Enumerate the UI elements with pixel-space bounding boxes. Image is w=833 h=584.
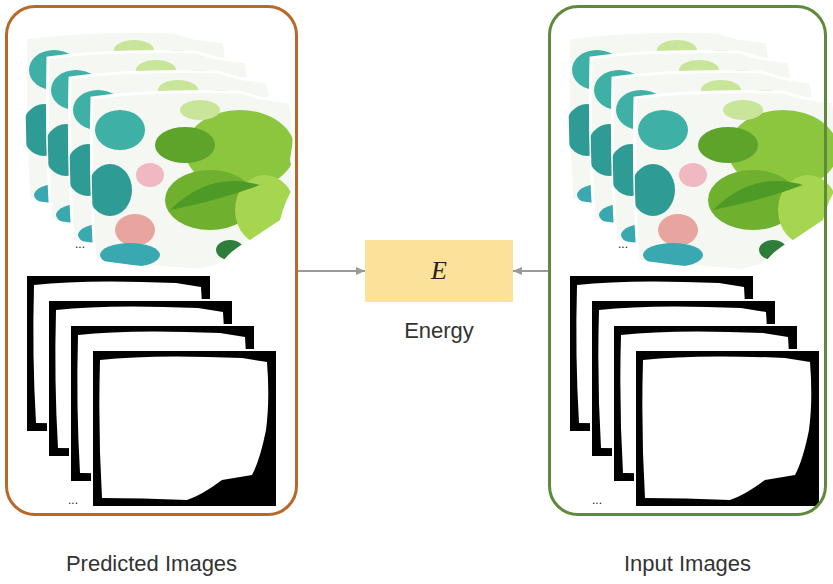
ellipsis-label: ...: [592, 494, 602, 506]
group-label: Predicted Images: [66, 551, 237, 577]
ellipsis-label: ...: [68, 494, 78, 506]
ellipsis-label: ...: [618, 238, 628, 250]
arrow-connector: [298, 270, 365, 272]
energy-symbol: E: [365, 256, 513, 286]
group-label: Energy: [404, 318, 474, 344]
group-box: Input Images: [548, 5, 827, 516]
ellipsis-label: ...: [75, 238, 85, 250]
arrow-connector: [513, 270, 548, 272]
energy-box: EEnergy: [365, 240, 513, 302]
group-label: Input Images: [624, 551, 751, 577]
group-box: Predicted Images: [5, 5, 298, 516]
